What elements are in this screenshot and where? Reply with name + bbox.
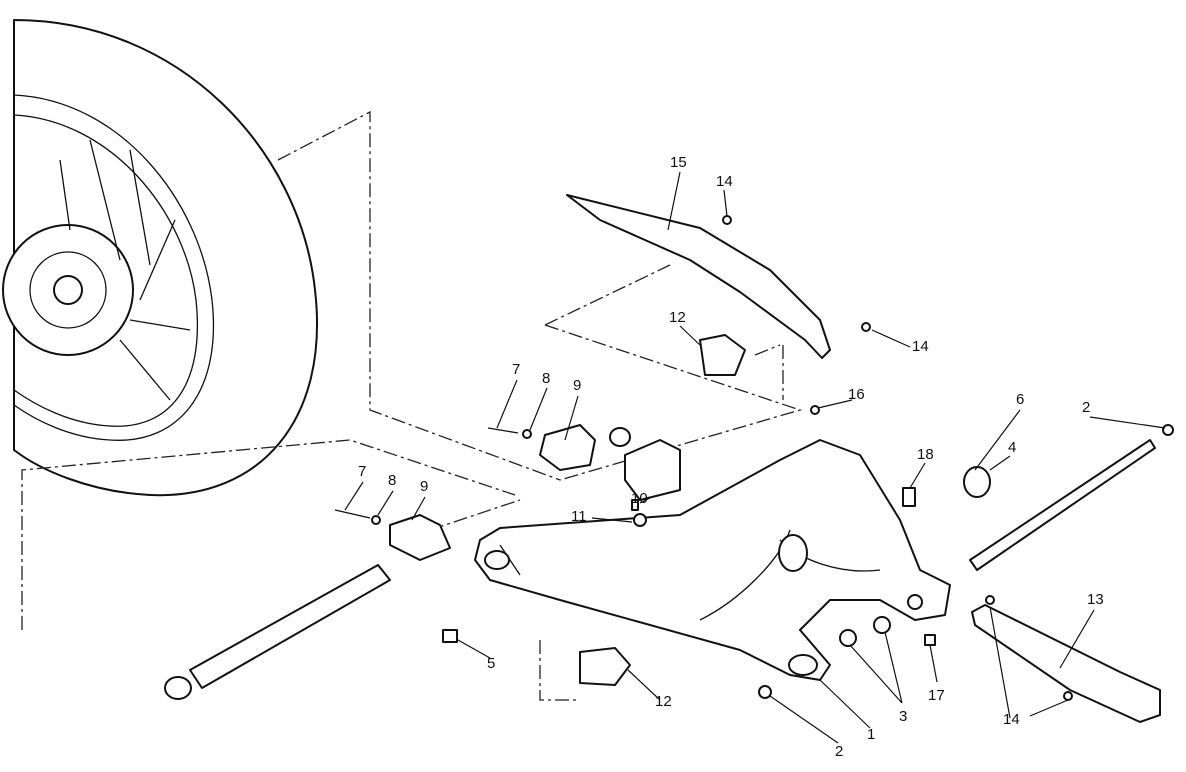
part-label: 2 xyxy=(835,743,843,760)
part-label: 17 xyxy=(928,687,945,704)
wheel-spindle xyxy=(189,564,391,689)
part-label: 8 xyxy=(542,370,550,387)
part-label: 9 xyxy=(573,377,581,394)
part-label: 2 xyxy=(1082,399,1090,416)
part-label: 15 xyxy=(670,154,687,171)
part-label: 14 xyxy=(912,338,929,355)
part-label: 6 xyxy=(1016,391,1024,408)
part-label: 5 xyxy=(487,655,495,672)
chain-guard-upper xyxy=(566,194,831,359)
part-label: 4 xyxy=(1008,439,1016,456)
swingarm xyxy=(474,439,951,681)
part-label: 16 xyxy=(848,386,865,403)
part-label: 14 xyxy=(1003,711,1020,728)
part-label: 3 xyxy=(899,708,907,725)
part-label: 7 xyxy=(358,463,366,480)
guide-line xyxy=(21,110,803,701)
chain-guard-lower xyxy=(971,604,1161,723)
part-label: 11 xyxy=(571,508,587,525)
part-label: 10 xyxy=(631,490,648,507)
part-label: 9 xyxy=(420,478,428,495)
swingarm-pivot-shaft xyxy=(969,439,1156,571)
part-label: 14 xyxy=(716,173,733,190)
part-label: 13 xyxy=(1087,591,1104,608)
part-label: 12 xyxy=(655,693,672,710)
nut xyxy=(164,676,192,700)
part-label: 18 xyxy=(917,446,934,463)
rear-wheel xyxy=(2,19,318,497)
part-label: 1 xyxy=(867,726,875,743)
part-labels: 15 14 14 12 16 2 6 4 18 7 8 9 7 8 9 10 1… xyxy=(358,154,1104,760)
part-label: 12 xyxy=(669,309,686,326)
part-label: 8 xyxy=(388,472,396,489)
part-label: 7 xyxy=(512,361,520,378)
leader-lines xyxy=(344,171,1166,744)
small-parts xyxy=(334,215,1174,701)
